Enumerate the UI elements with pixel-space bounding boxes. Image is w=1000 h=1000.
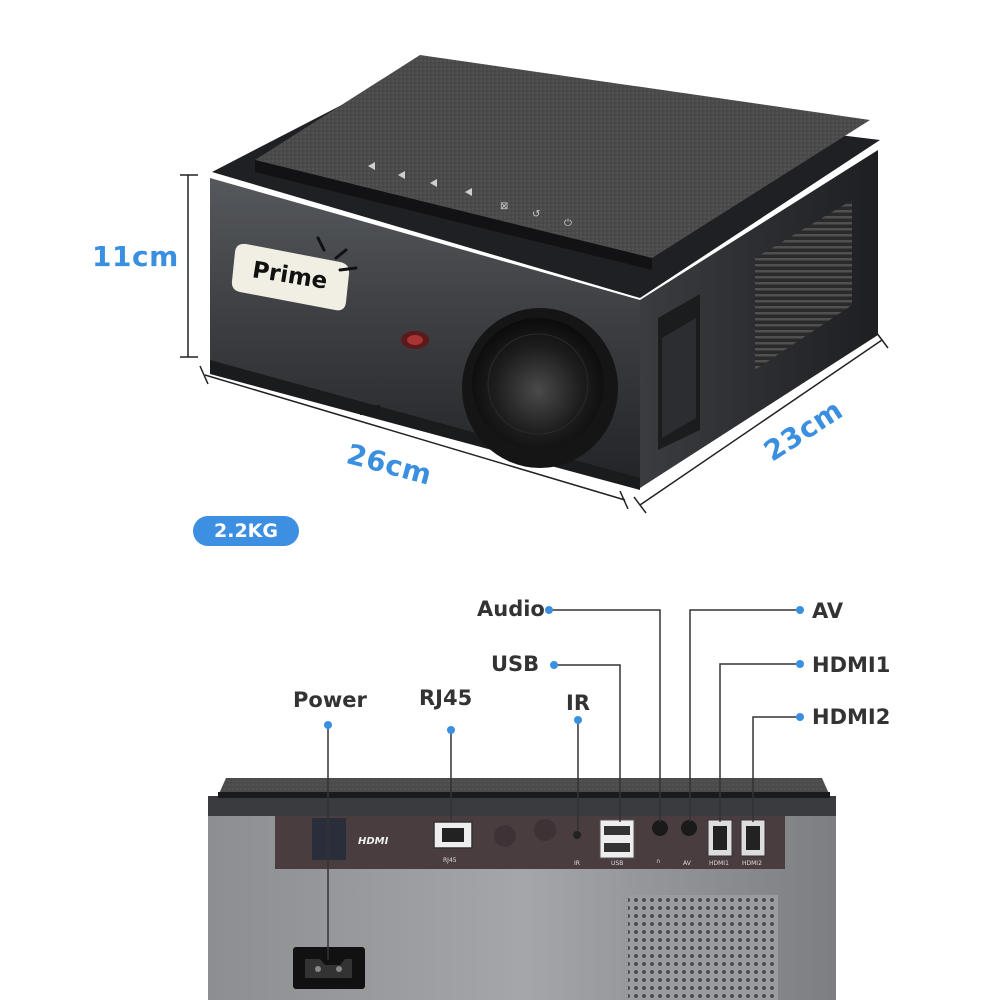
caption-rj45: RJ45 [443,857,457,864]
brand-badge [231,243,350,311]
label-power: Power [293,688,367,712]
ir-receiver [573,831,581,839]
caption-hdmi1: HDMI1 [709,860,729,867]
caption-audio: ∩ [656,858,661,865]
usb-ports [599,819,635,859]
speaker-grill [628,895,778,1000]
label-hdmi2: HDMI2 [812,705,891,729]
weight-badge: 2.2KG [193,516,299,546]
label-ir: IR [566,691,590,715]
svg-text:⊠: ⊠ [500,201,508,212]
rear-fabric-top [218,778,830,796]
fabric-top [255,55,870,258]
sparkle-marks [316,236,358,272]
audio-jack [652,820,668,836]
svg-text:⏻: ⏻ [564,218,572,229]
port-strip [275,816,785,869]
touch-buttons: ⊠ ↺ ⏻ [368,162,572,229]
av-jack [681,820,697,836]
height-label: 11cm [92,240,179,273]
dimension-lines [180,174,889,514]
side-vent [755,200,852,370]
rear-panel-illustration [208,606,836,1000]
leader-lines [327,609,796,960]
leader-dots [324,606,804,734]
label-rj45: RJ45 [419,686,473,710]
projector-illustration: ⊠ ↺ ⏻ [180,55,889,514]
label-audio: Audio [477,597,545,621]
panel-hdmi-logo: HDMI [358,836,389,847]
caption-av: AV [683,860,691,867]
svg-text:↺: ↺ [532,209,540,220]
caption-hdmi2: HDMI2 [742,860,762,867]
caption-ir: IR [574,860,580,867]
lens [472,318,604,450]
label-hdmi1: HDMI1 [812,653,891,677]
label-av: AV [812,599,844,623]
label-usb: USB [491,652,540,676]
caption-usb: USB [611,860,624,867]
